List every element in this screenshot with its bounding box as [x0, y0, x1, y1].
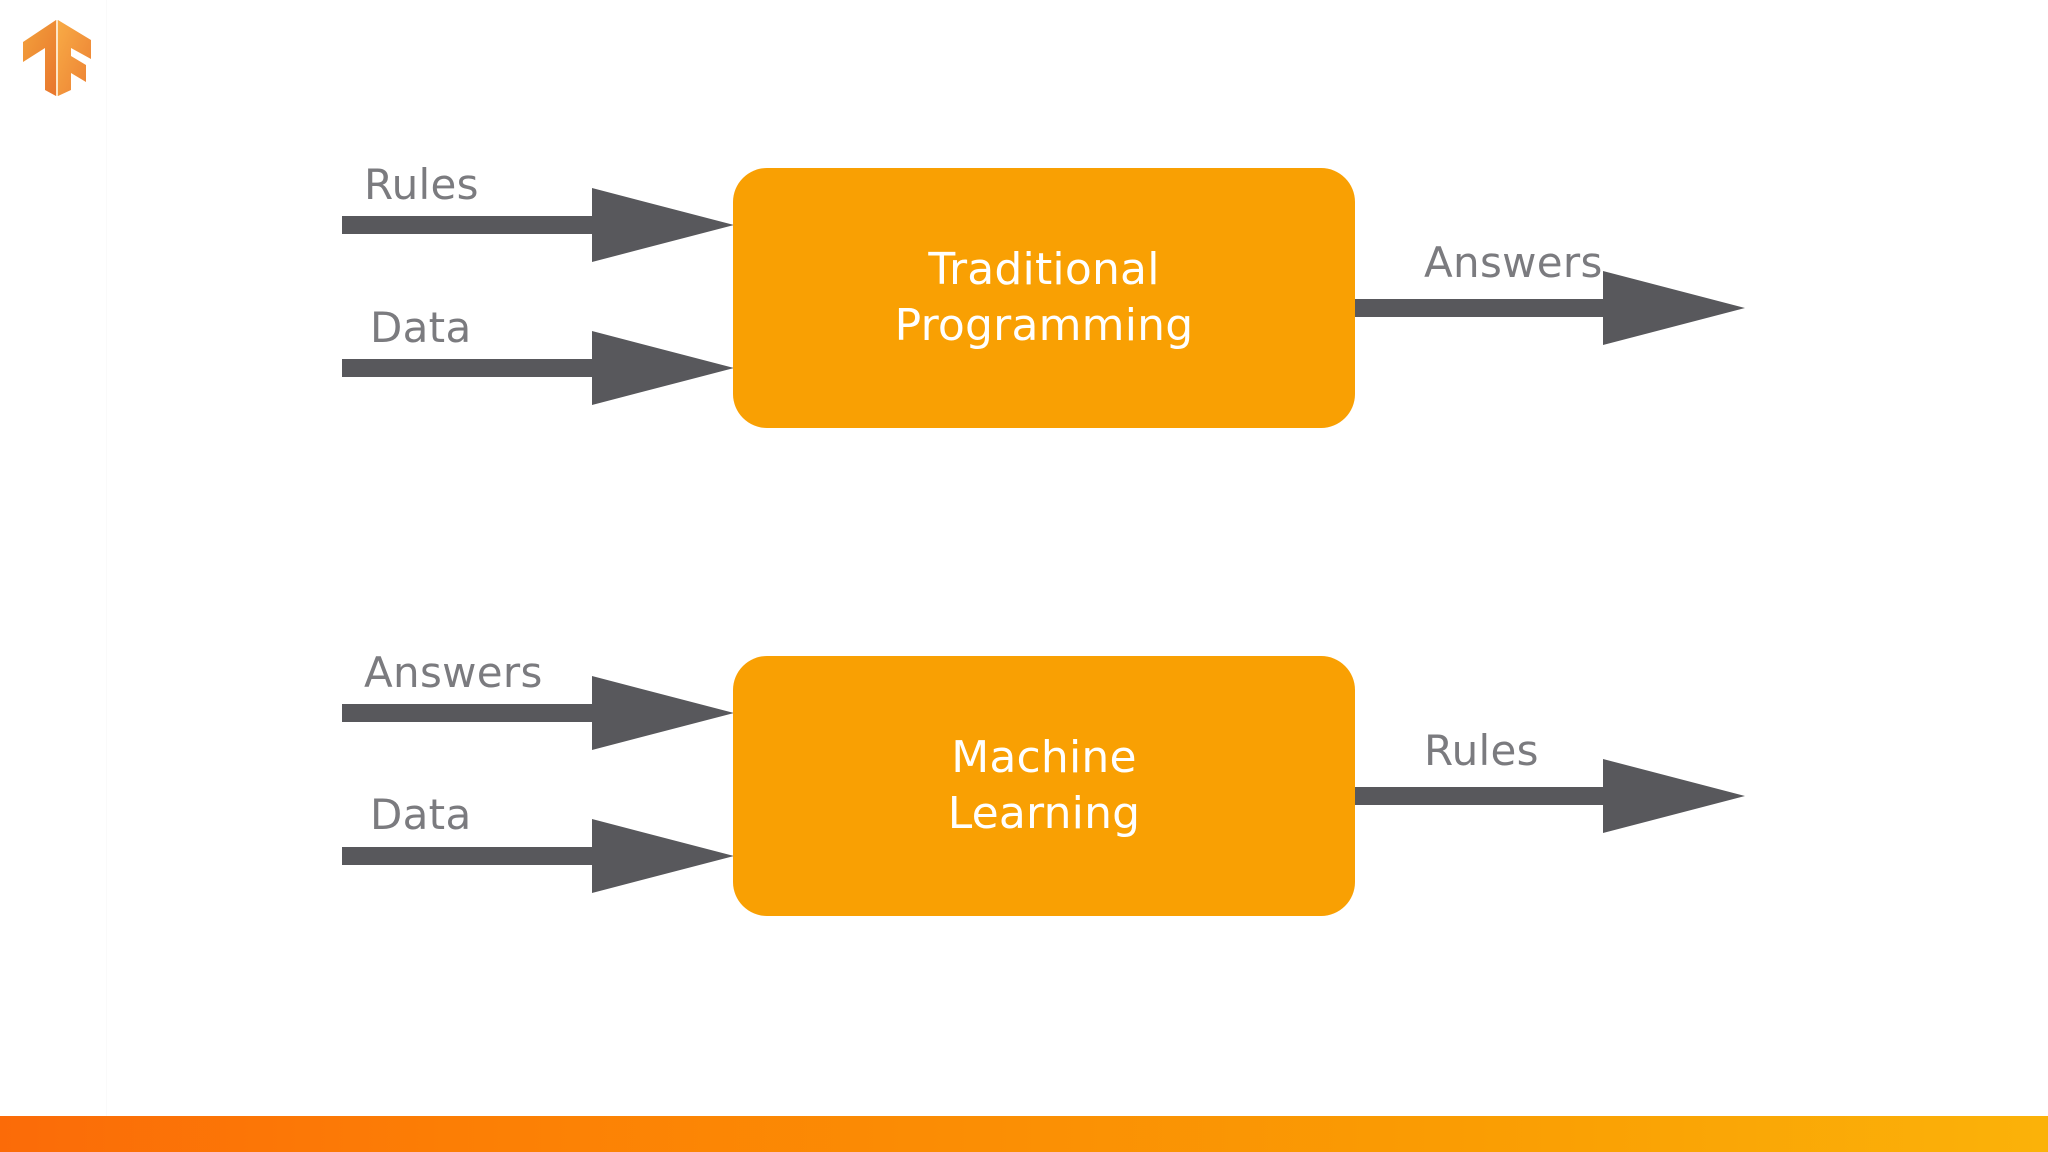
process-box-label: Traditional Programming [894, 243, 1194, 351]
label-output-answers: Answers [1424, 238, 1603, 287]
label-output-rules: Rules [1424, 726, 1539, 775]
label-input-rules: Rules [364, 160, 479, 209]
process-box-label: Machine Learning [947, 731, 1141, 839]
process-box-machine-learning[interactable]: Machine Learning [733, 656, 1355, 916]
label-input-data-machine-learning: Data [370, 790, 472, 839]
tensorflow-logo [20, 18, 94, 98]
arrow-input-rules [342, 180, 734, 270]
bottom-accent-band [0, 1116, 2048, 1152]
arrow-input-data-machine-learning [342, 811, 734, 901]
process-box-traditional-programming[interactable]: Traditional Programming [733, 168, 1355, 428]
arrow-input-answers [342, 668, 734, 758]
arrow-output-answers [1355, 263, 1745, 353]
arrow-output-rules [1355, 751, 1745, 841]
label-input-data-traditional: Data [370, 303, 472, 352]
label-input-answers: Answers [364, 648, 543, 697]
arrow-input-data-traditional [342, 323, 734, 413]
